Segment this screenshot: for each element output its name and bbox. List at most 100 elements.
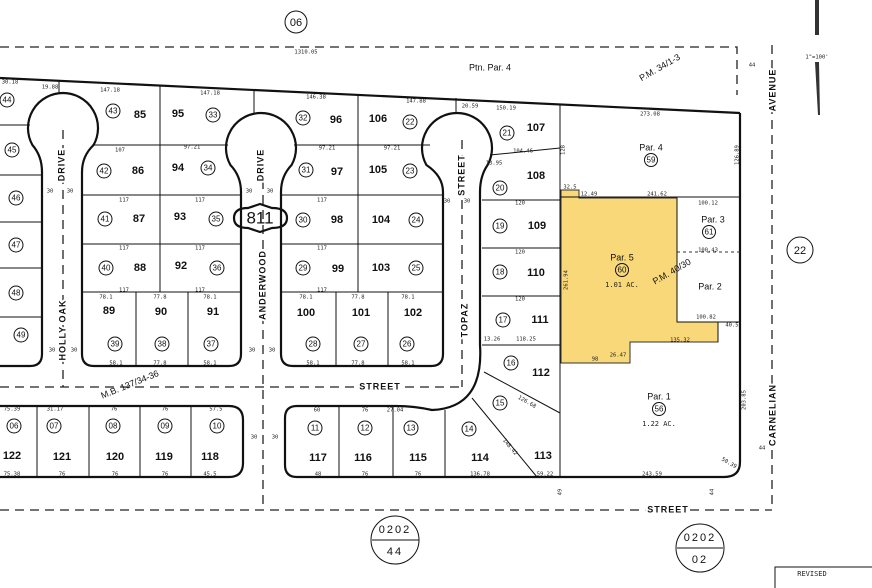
street-name: STREET [359,381,401,391]
dimension-label: 100.82 [696,315,716,321]
lot-number: 89 [103,305,115,317]
lot-number: 103 [372,262,390,274]
dimension-label: 27.04 [387,408,404,414]
dimension-label: 120 [515,250,525,256]
dimension-label: 76 [112,472,119,478]
parcel-number: 61 [705,228,714,237]
parcel-number-circle [209,418,225,434]
dimension-label: 126.68 [517,395,537,410]
parcel-number-circle [295,110,311,126]
dimension-label: 58.1 [401,361,414,367]
lower-left-block [0,404,245,479]
lot-number: 106 [369,113,387,125]
lot-number: 93 [174,211,186,223]
parcel-number-circle [402,163,418,179]
parcel-number-circle [105,103,121,119]
lot-number: 101 [352,307,370,319]
dimension-label: 77.8 [153,361,166,367]
holly-oak-cul-de-sac [0,91,562,479]
dimension-label: 97.21 [184,145,201,151]
dimension-label: 60 [314,408,321,414]
dimension-label: 75.38 [4,472,21,478]
parcel-number: 19 [496,222,505,231]
street-name: ANDERWOOD [257,250,267,320]
lot-number: 110 [527,267,545,279]
recording-reference: M.B. 137/34-36 [99,368,160,400]
recording-reference: Ptn. Par. 4 [469,62,511,72]
parcel-number: 25 [412,264,421,273]
parcel-number: 59 [647,156,656,165]
parcel-number: 26 [403,340,412,349]
adjacent-page-number: 22 [794,245,806,257]
north-arrow-icon [815,0,820,115]
dimension-label: 30.18 [2,80,19,86]
parcel-5-highlight[interactable] [560,189,719,364]
dimension-label: 30 [251,435,258,441]
parcel-number: 34 [204,164,213,173]
page-ref-0202-44[interactable]: 0202 44 [370,515,420,565]
parcel-number-circle [305,336,321,352]
page-ref-top: 0202 [379,524,411,536]
dimension-label: 76 [162,407,169,413]
dimension-label: 78.1 [299,295,312,301]
parcel-number: 39 [111,340,120,349]
sheet-circle [284,10,308,34]
parcel-number-circle [492,395,508,411]
top-dimension: 1310.05 [294,50,317,56]
dimension-label: 13.26 [484,337,501,343]
parcel-number-circle [154,336,170,352]
parcel-number: 17 [499,316,508,325]
parcel-number-circle [298,162,314,178]
parcel-number: 49 [17,331,26,340]
parcel-number-circle [0,92,15,108]
revised-label: REVISED [797,570,827,578]
dimension-label: 13.95 [486,161,503,167]
lot-number: 85 [134,109,146,121]
parcel-number-circle [495,312,511,328]
dimension-label: 146.38 [306,95,326,101]
lot-number: 95 [172,108,184,120]
dimension-label: 136.78 [470,472,490,478]
dimension-label: 30 [444,199,451,205]
parcel-number-circle [4,142,20,158]
tract-north-boundary [0,76,741,115]
parcel-number-circle [403,420,419,436]
street-name: DRIVE [255,149,265,182]
dimension-label: 30 [249,348,256,354]
parcel-number: 06 [10,422,19,431]
page-ref-0202-02[interactable]: 0202 02 [675,523,725,573]
dimension-label: 58.1 [109,361,122,367]
revised-box [774,566,872,588]
lot-number: 100 [297,307,315,319]
parcel-number-circle [203,336,219,352]
parcel-number: 30 [299,216,308,225]
dimension-label: 19.88 [42,85,59,91]
lot-number: 94 [172,162,185,174]
parcel-number-circle [6,418,22,434]
parcel-number-circle [209,260,225,276]
lot-number: 97 [331,166,343,178]
parcel-number: 12 [361,424,370,433]
parcel-number: 36 [213,264,222,273]
parcel-number: 21 [503,129,512,138]
dimension-label: 30 [49,348,56,354]
dimension-label: 117 [195,288,205,294]
lot-lines [0,81,740,478]
parcel-number-circle [97,211,113,227]
dimension-label: 120 [515,297,525,303]
block-number-hexagon [232,202,289,234]
lot-number: 115 [409,452,427,464]
lot-number: 108 [527,170,545,182]
street-name: CARNELIAN [767,384,777,446]
dimension-label: 40.5 [725,323,738,329]
parcel-number: 56 [655,405,664,414]
parcel-number-circle [205,107,221,123]
dimension-label: 243.59 [642,472,662,478]
parcel-number: 48 [12,289,21,298]
dimension-label: 104.46 [513,149,533,155]
dimension-label: 128 [561,145,567,155]
lot-number: 91 [207,306,219,318]
dimension-label: 76 [415,472,422,478]
parcel-number-circle [295,260,311,276]
